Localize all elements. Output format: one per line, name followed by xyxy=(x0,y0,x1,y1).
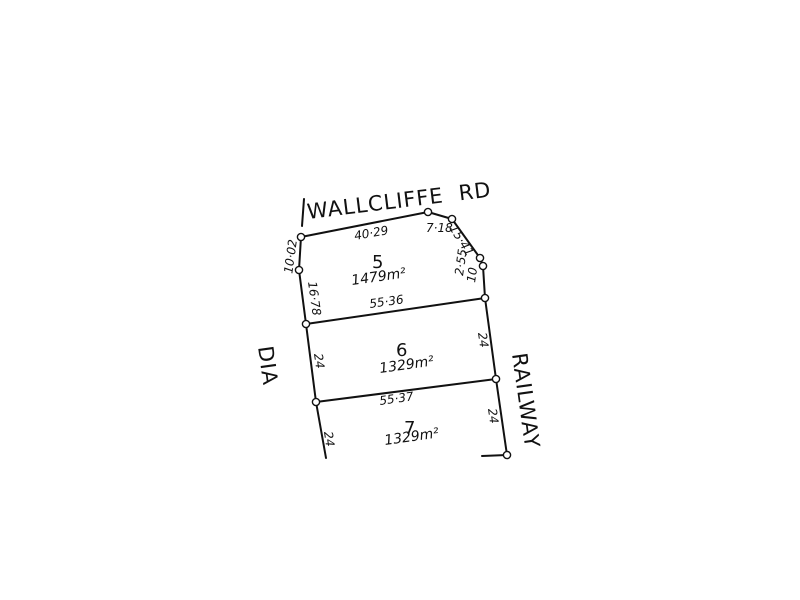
lot-number: 5 xyxy=(372,252,383,273)
dimension-label: 24 xyxy=(321,430,337,447)
dimension-label: 24 xyxy=(311,352,327,369)
dimension-label: 24 xyxy=(475,331,491,348)
lot-number: 7 xyxy=(404,418,415,439)
lot6-lot7-boundary xyxy=(315,378,497,403)
dimension-label: 10·02 xyxy=(281,238,300,274)
lot-area: 1329m² xyxy=(378,353,435,377)
survey-peg xyxy=(423,207,433,217)
survey-peg xyxy=(447,214,457,224)
dimension-label: 55·37 xyxy=(378,389,414,408)
west-boundary-lot7 xyxy=(315,401,327,459)
survey-peg xyxy=(480,293,490,303)
survey-marks xyxy=(294,207,512,460)
survey-peg xyxy=(502,450,512,460)
road-edge-tick xyxy=(301,198,305,227)
dimension-label: 24 xyxy=(485,407,501,424)
east-boundary-lot6 xyxy=(484,297,497,380)
road-label-railway: RAILWAY xyxy=(507,351,544,450)
lot-number: 6 xyxy=(396,340,407,361)
dimension-label: 16·78 xyxy=(305,280,324,316)
dimension-label: 2·55 xyxy=(452,248,470,276)
west-boundary-lot5 xyxy=(298,269,307,325)
lot-area: 1479m² xyxy=(350,265,407,289)
lot-area: 1329m² xyxy=(383,425,440,449)
lot5-top-boundary xyxy=(300,211,429,238)
survey-peg xyxy=(311,397,321,407)
lot5-corner-segment-2 xyxy=(451,218,481,259)
east-boundary-lot7 xyxy=(495,378,508,456)
lot5-right-boundary xyxy=(482,265,486,299)
lot5-lot6-boundary xyxy=(305,297,486,325)
west-boundary-lot6 xyxy=(305,323,317,403)
west-boundary-upper xyxy=(298,236,302,271)
survey-peg xyxy=(301,319,311,329)
boundary-lines xyxy=(298,198,508,459)
dimension-label: 10 xyxy=(464,266,480,283)
survey-peg xyxy=(491,374,501,384)
survey-peg xyxy=(294,265,304,275)
survey-peg xyxy=(475,253,485,263)
road-label-dia: DIA xyxy=(253,344,282,387)
dimension-label: 40·29 xyxy=(353,223,389,243)
dimension-label: 7·18 xyxy=(426,221,453,235)
survey-peg xyxy=(478,261,488,271)
survey-peg xyxy=(296,232,306,242)
dimension-label: 55·36 xyxy=(368,292,404,311)
